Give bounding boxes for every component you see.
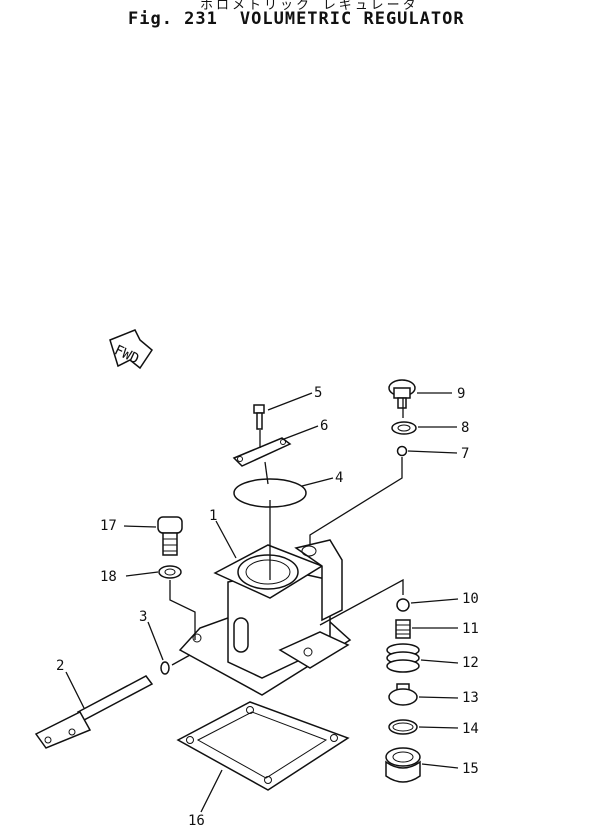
part-label: 10 xyxy=(462,591,479,607)
plug-9 xyxy=(388,379,416,409)
part-label: 12 xyxy=(462,655,479,671)
assembly-lines xyxy=(169,398,404,666)
spring-11 xyxy=(395,619,411,639)
washer-18 xyxy=(158,565,182,579)
part-label: 16 xyxy=(188,813,205,827)
part-labels: 1 2 3 4 5 6 7 8 9 10 11 12 13 14 15 16 1… xyxy=(56,385,479,827)
plate-6 xyxy=(232,437,292,467)
o-ring-14 xyxy=(388,719,418,735)
part-label: 3 xyxy=(139,609,147,625)
japanese-title: ホロメトリック レギュレータ xyxy=(200,0,419,13)
part-label: 4 xyxy=(335,470,343,486)
part-label: 6 xyxy=(320,418,328,434)
leader-lines xyxy=(65,392,459,813)
part-label: 9 xyxy=(457,386,465,402)
plug-15 xyxy=(385,747,421,783)
figure-title: Fig. 231 VOLUMETRIC REGULATOR xyxy=(128,9,487,29)
bolt-17 xyxy=(157,516,183,556)
part-label: 13 xyxy=(462,690,479,706)
figure-number: Fig. 231 xyxy=(128,9,218,29)
lever-rod-2 xyxy=(34,675,154,749)
ball-10 xyxy=(396,598,410,612)
part-label: 5 xyxy=(314,385,322,401)
bolt-5 xyxy=(253,404,265,430)
spring-12 xyxy=(386,643,420,673)
ball-7 xyxy=(396,445,408,457)
part-label: 11 xyxy=(462,621,479,637)
o-ring-3 xyxy=(160,661,170,675)
gasket-8 xyxy=(391,421,417,435)
part-label: 17 xyxy=(100,518,117,534)
part-label: 2 xyxy=(56,658,64,674)
figure-name: VOLUMETRIC REGULATOR xyxy=(239,9,465,29)
gasket-16 xyxy=(176,701,350,791)
part-label: 15 xyxy=(462,761,479,777)
part-label: 14 xyxy=(462,721,479,737)
part-label: 18 xyxy=(100,569,117,585)
part-label: 1 xyxy=(209,508,217,524)
regulator-body-1 xyxy=(178,539,352,696)
fwd-arrow-icon: FWD xyxy=(109,329,153,370)
plug-13 xyxy=(388,683,418,706)
part-label: 7 xyxy=(461,446,469,462)
part-label: 8 xyxy=(461,420,469,436)
